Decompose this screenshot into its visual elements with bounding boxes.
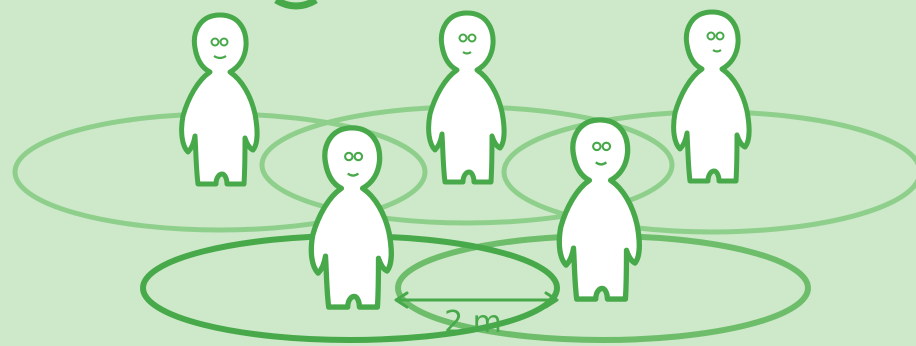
eye-right [601,141,612,152]
distance-label: 2 m [444,305,502,340]
figure-back-middle [426,10,507,185]
eye-right [715,31,725,41]
distance-arrow [394,291,559,309]
figure-front-left [308,125,394,310]
eye-right [467,33,477,43]
distance-arrowhead-left [394,291,409,309]
distance-arrowhead-right [544,291,559,309]
smile [462,51,472,55]
eye-left [706,31,716,41]
figure-back-right [671,9,752,184]
smile [595,161,608,166]
figure-front-right [556,117,642,302]
eye-left [592,141,602,152]
eye-right [219,37,229,47]
eye-left [344,151,354,162]
smile [347,172,360,177]
smile [213,55,227,60]
smile [712,49,722,53]
eye-left [210,37,220,47]
figure-back-left [179,12,260,187]
partial-circle-top [274,0,318,10]
eye-left [458,33,468,43]
eye-right [353,151,364,162]
